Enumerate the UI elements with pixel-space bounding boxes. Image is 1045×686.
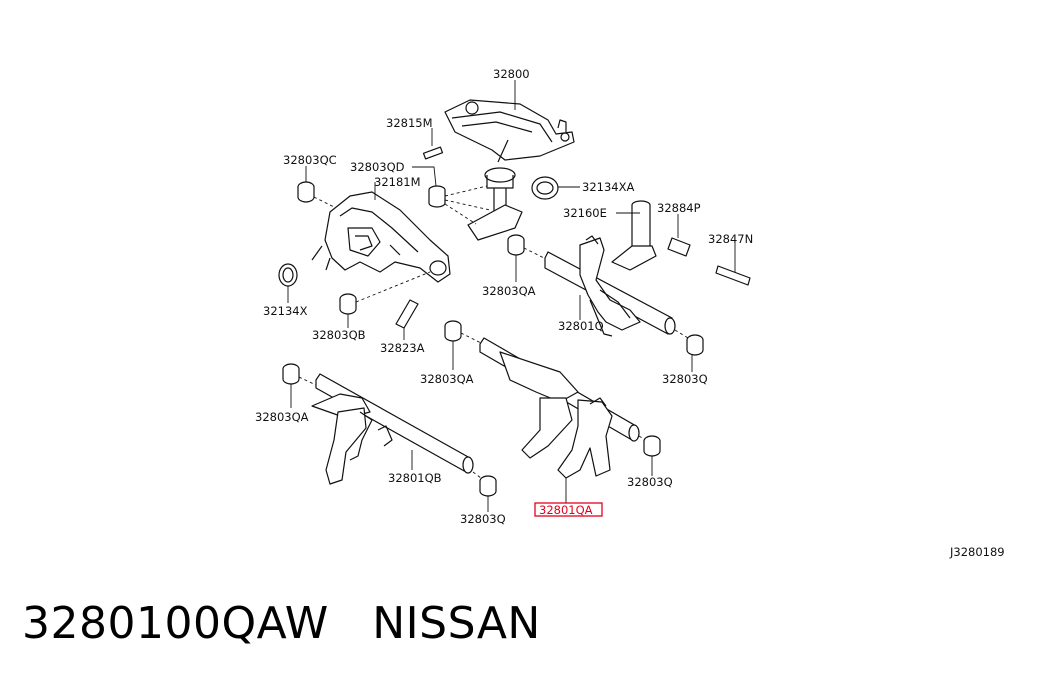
bush-32803QA-mid: 32803QA	[420, 320, 484, 386]
bush-32803Q-right2: 32803Q	[627, 435, 673, 489]
svg-text:32801Q: 32801Q	[558, 319, 604, 333]
seal-32134XA: 32134XA	[531, 176, 634, 200]
svg-text:32160E: 32160E	[563, 206, 607, 220]
bush-32884P: 32884P	[657, 201, 701, 257]
svg-text:32181M: 32181M	[374, 175, 421, 189]
svg-text:32803QC: 32803QC	[283, 153, 337, 167]
label-32800: 32800	[493, 67, 530, 110]
svg-text:32801QB: 32801QB	[388, 471, 442, 485]
svg-text:32134XA: 32134XA	[582, 180, 634, 194]
bush-32803QA-top: 32803QA	[482, 234, 549, 298]
svg-text:32803QD: 32803QD	[350, 160, 405, 174]
housing-32181M: 32181M	[311, 175, 451, 283]
svg-text:32803QB: 32803QB	[312, 328, 366, 342]
pin-32847N: 32847N	[708, 232, 753, 286]
svg-text:32847N: 32847N	[708, 232, 753, 246]
diagram-code: J3280189	[949, 545, 1005, 559]
svg-text:32803QA: 32803QA	[482, 284, 536, 298]
parts-diagram: 32800 32815M 32803QD 32134XA 32803QC	[255, 67, 1005, 559]
svg-text:32815M: 32815M	[386, 116, 433, 130]
svg-text:32803Q: 32803Q	[460, 512, 506, 526]
part-number: 3280100QAW	[22, 598, 329, 649]
bush-32803QC: 32803QC	[283, 153, 341, 211]
svg-text:32803QA: 32803QA	[255, 410, 309, 424]
brand-name: NISSAN	[372, 598, 541, 649]
bush-32803QD: 32803QD	[350, 160, 491, 225]
fork-rod-32801QA	[479, 337, 640, 503]
seal-32134X: 32134X	[263, 263, 308, 318]
svg-text:32884P: 32884P	[657, 201, 701, 215]
svg-text:32803Q: 32803Q	[662, 372, 708, 386]
lever-32160E: 32160E	[563, 200, 657, 271]
bush-32803QB: 32803QB	[312, 271, 431, 342]
bush-32803Q-bottom: 32803Q	[460, 471, 506, 526]
svg-text:32800: 32800	[493, 67, 530, 81]
svg-text:32801QA: 32801QA	[539, 503, 593, 517]
fork-rod-32801Q: 32801Q	[544, 235, 676, 337]
label-32801QA-highlight[interactable]: 32801QA	[534, 502, 603, 517]
svg-text:32803QA: 32803QA	[420, 372, 474, 386]
fork-rod-32801QB: 32801QB	[311, 373, 474, 485]
pin-32815M: 32815M	[386, 116, 444, 160]
shift-lever-bracket	[444, 99, 575, 241]
bush-32803Q-right: 32803Q	[662, 329, 708, 386]
pin-32823A: 32823A	[380, 299, 425, 355]
svg-text:32134X: 32134X	[263, 304, 308, 318]
caption: 3280100QAW NISSAN	[22, 598, 541, 649]
svg-text:32823A: 32823A	[380, 341, 425, 355]
bush-32803QA-left: 32803QA	[255, 363, 319, 424]
svg-text:32803Q: 32803Q	[627, 475, 673, 489]
